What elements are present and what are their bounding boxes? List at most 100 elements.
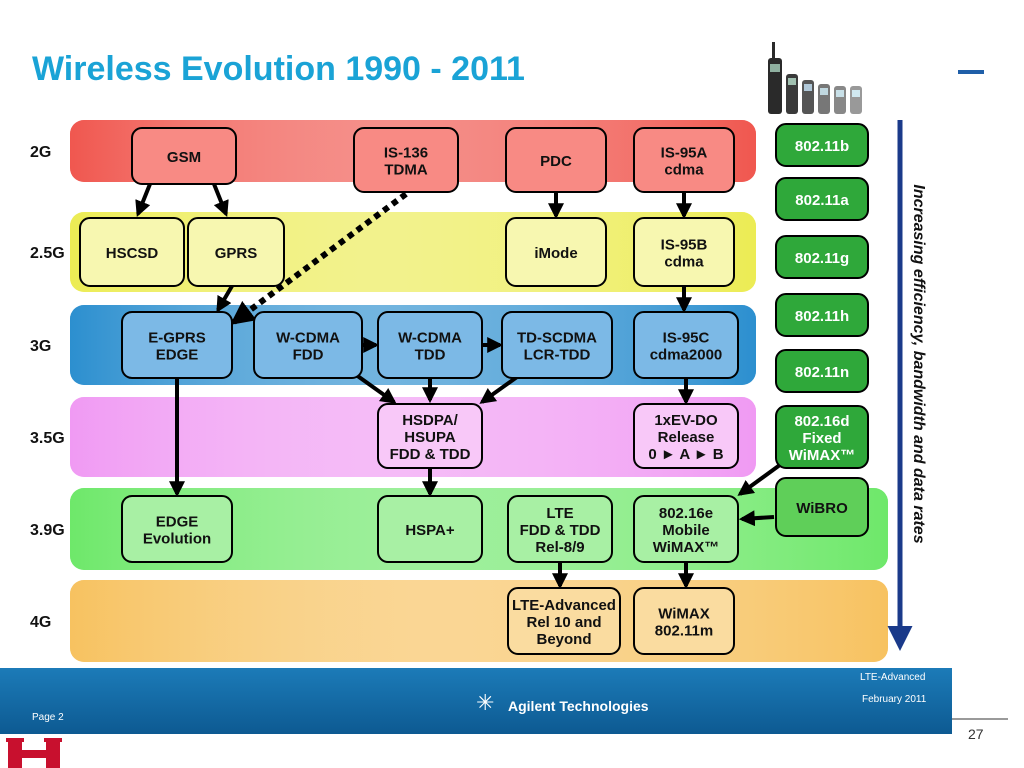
band-shine-g4: [70, 580, 888, 662]
page-number: 27: [968, 726, 984, 742]
box-is95b: [633, 217, 735, 287]
label-lteadv: Rel 10 and: [526, 614, 601, 631]
node-gprs: GPRS: [187, 217, 285, 287]
generation-label: 3.9G: [30, 522, 65, 539]
box-gsm: [131, 127, 237, 185]
box-wcdmafdd: [253, 311, 363, 379]
label-is95b: IS-95B: [661, 237, 708, 254]
wifi-w11b: 802.11b: [775, 123, 869, 167]
label-w16d: 802.16d: [794, 413, 849, 430]
box-w11g: [775, 235, 869, 279]
box-hspaplus: [377, 495, 483, 563]
menu-dash: [958, 70, 984, 74]
box-hscsd: [79, 217, 185, 287]
edge-gprs-egprs: [216, 284, 234, 313]
label-w16d: Fixed: [802, 430, 841, 447]
box-w11a: [775, 177, 869, 221]
footer-page: Page 2: [32, 712, 64, 723]
box-lteadv: [507, 587, 621, 655]
box-wcdmatdd: [377, 311, 483, 379]
label-egprs: E-GPRS: [148, 330, 206, 347]
box-hsdpa: [377, 403, 483, 469]
box-egprs: [121, 311, 233, 379]
generation-label: 3.5G: [30, 430, 65, 447]
footer-bar: Page 2 ✳ Agilent Technologies LTE-Advanc…: [0, 668, 952, 734]
label-w11b: 802.11b: [795, 138, 849, 155]
box-lte: [507, 495, 613, 563]
label-evdo: Release: [658, 429, 715, 446]
label-wcdmafdd: W-CDMA: [276, 330, 340, 347]
label-is95c: cdma2000: [650, 347, 723, 364]
label-hsdpa: HSDPA/: [402, 412, 458, 429]
box-w11h: [775, 293, 869, 337]
box-wibro: [775, 477, 869, 537]
box-edgeevo: [121, 495, 233, 563]
label-lte: FDD & TDD: [520, 522, 601, 539]
label-edgeevo: Evolution: [143, 531, 211, 548]
generation-label: 2G: [30, 144, 51, 161]
label-is136: IS-136: [384, 145, 428, 162]
label-is136: TDMA: [384, 162, 427, 179]
node-imode: iMode: [505, 217, 607, 287]
box-wimax4g: [633, 587, 735, 655]
box-evdo: [633, 403, 739, 469]
box-w11b: [775, 123, 869, 167]
footer-topic: LTE-Advanced: [860, 672, 926, 683]
phones-icon: [768, 42, 862, 114]
box-is95a: [633, 127, 735, 193]
label-lte: LTE: [546, 505, 573, 522]
label-is95b: cdma: [664, 254, 704, 271]
label-imode: iMode: [534, 245, 577, 262]
label-hsdpa: FDD & TDD: [390, 446, 471, 463]
box-pdc: [505, 127, 607, 193]
label-egprs: EDGE: [156, 347, 199, 364]
label-wibro: WiBRO: [796, 500, 848, 517]
wifi-w11a: 802.11a: [775, 177, 869, 221]
label-w11g: 802.11g: [795, 250, 849, 267]
efficiency-label: Increasing efficiency, bandwidth and dat…: [910, 184, 927, 543]
label-wimaxmobile: 802.16e: [659, 505, 713, 522]
node-pdc: PDC: [505, 127, 607, 193]
label-evdo: 1xEV-DO: [654, 412, 718, 429]
label-wimaxmobile: WiMAX™: [653, 539, 720, 556]
node-hscsd: HSCSD: [79, 217, 185, 287]
agilent-spark-icon: ✳: [476, 690, 495, 715]
label-lteadv: LTE-Advanced: [512, 597, 616, 614]
label-w11n: 802.11n: [795, 364, 849, 381]
label-gsm: GSM: [167, 149, 201, 166]
edge-wibro-wimaxmobile: [738, 510, 775, 527]
box-imode: [505, 217, 607, 287]
edge-w16d-wimaxmobile: [737, 460, 786, 496]
label-lte: Rel-8/9: [535, 539, 584, 556]
wifi-w11n: 802.11n: [775, 349, 869, 393]
label-wcdmatdd: TDD: [415, 347, 446, 364]
box-is136: [353, 127, 459, 193]
label-tdscdma: LCR-TDD: [524, 347, 591, 364]
edge-is136-egprs: [230, 191, 408, 325]
label-pdc: PDC: [540, 153, 572, 170]
edge-gsm-hscsd: [135, 183, 152, 217]
footer-date: February 2011: [862, 694, 927, 705]
box-tdscdma: [501, 311, 613, 379]
node-gsm: GSM: [131, 127, 237, 185]
generation-label: 3G: [30, 338, 51, 355]
label-w11a: 802.11a: [795, 192, 849, 209]
university-logo-icon: [6, 738, 62, 768]
label-hspaplus: HSPA+: [405, 522, 455, 539]
wifi-wibro: WiBRO: [775, 477, 869, 537]
